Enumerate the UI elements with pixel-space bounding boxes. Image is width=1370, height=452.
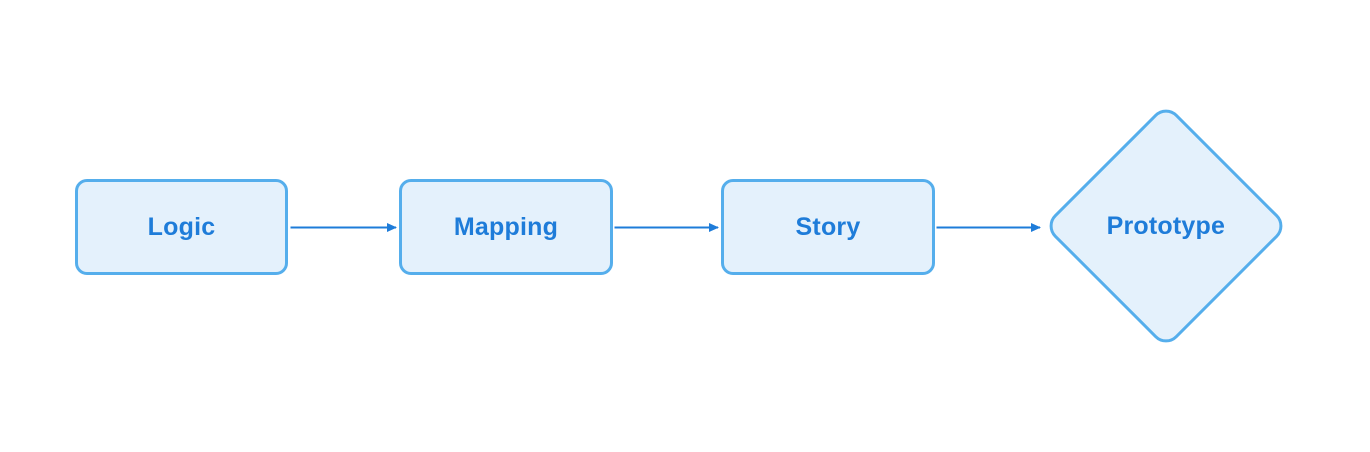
- node-prototype[interactable]: Prototype: [1042, 102, 1290, 350]
- node-logic[interactable]: Logic: [75, 179, 288, 275]
- node-prototype-label: Prototype: [1106, 211, 1226, 240]
- node-mapping-label: Mapping: [453, 212, 559, 241]
- node-mapping[interactable]: Mapping: [399, 179, 613, 275]
- node-story[interactable]: Story: [721, 179, 935, 275]
- node-story-label: Story: [795, 212, 861, 241]
- node-logic-label: Logic: [147, 212, 216, 241]
